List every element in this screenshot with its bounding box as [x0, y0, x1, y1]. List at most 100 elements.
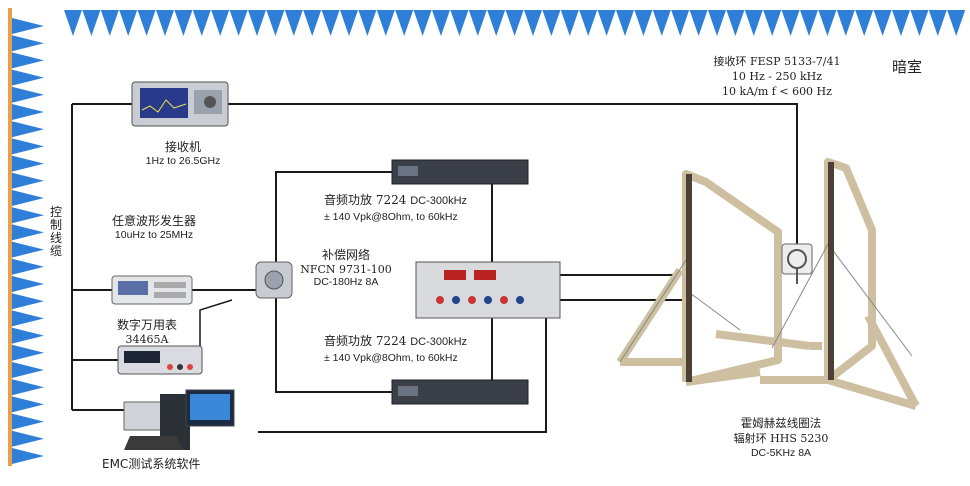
absorber-cone: [708, 10, 726, 36]
loop-range: 10 Hz - 250 kHz: [731, 70, 823, 83]
absorber-cone: [432, 10, 450, 36]
absorber-cone: [12, 413, 44, 430]
receiver-label: 接收机 1Hz to 26.5GHz: [128, 138, 238, 167]
absorber-cone: [689, 10, 708, 36]
pc-device: [123, 389, 235, 450]
coil-guy-lines: [619, 243, 913, 363]
multimeter-model: 34465A: [125, 333, 169, 346]
helmholtz-model: 辐射环 HHS 5230: [733, 432, 829, 445]
multimeter-name: 数字万用表: [116, 318, 177, 332]
absorber-cone: [12, 69, 44, 86]
absorber-cone: [229, 10, 248, 36]
absorber-cone: [12, 138, 44, 155]
software-label: EMC测试系统软件: [102, 457, 201, 471]
amp-top-name: 音频功放 7224: [324, 193, 407, 207]
absorber-cone: [413, 10, 432, 36]
absorber-cone: [873, 10, 892, 36]
multimeter-probe-line: [199, 299, 233, 360]
receiver-to-loop-line: [228, 103, 798, 262]
absorber-cone: [763, 10, 782, 36]
absorber-cone: [12, 104, 44, 120]
absorber-cone: [505, 10, 524, 36]
receiver-range: 1Hz to 26.5GHz: [145, 155, 221, 167]
absorber-cone: [910, 10, 929, 36]
absorber-cone: [800, 10, 818, 36]
control-cable-label: 控制线缆: [50, 205, 63, 258]
loop-limit: 10 kA/m f < 600 Hz: [722, 85, 832, 98]
absorber-cone: [726, 10, 745, 36]
pc-to-controller-line: [258, 318, 547, 433]
absorber-cone: [12, 344, 44, 361]
absorber-cone: [579, 10, 598, 36]
amp-bottom-label: 音频功放 7224 DC-300kHz ± 140 Vpk@8Ohm, to 6…: [324, 332, 467, 364]
absorber-cone: [836, 10, 855, 36]
absorber-cone: [892, 10, 910, 36]
room-label: 暗室: [892, 58, 923, 76]
absorber-cone: [12, 35, 44, 52]
absorber-cone: [358, 10, 377, 36]
generator-name: 任意波形发生器: [111, 214, 196, 228]
absorber-cone: [12, 430, 44, 447]
absorber-cone: [82, 10, 101, 36]
controller-device: [415, 261, 561, 319]
amp-bottom-device: [391, 379, 529, 405]
absorber-edge-strip: [8, 8, 12, 466]
absorber-cone: [284, 10, 303, 36]
absorber-cone: [303, 10, 322, 36]
absorber-cone: [12, 310, 44, 327]
absorber-cone: [174, 10, 193, 36]
absorber-cone: [12, 448, 44, 464]
absorber-cone: [12, 155, 44, 172]
absorber-cone: [468, 10, 487, 36]
absorber-cone: [671, 10, 690, 36]
generator-device: [111, 275, 193, 305]
absorber-cone: [395, 10, 414, 36]
absorber-cone: [12, 258, 44, 275]
amp-bottom-name: 音频功放 7224: [324, 334, 407, 348]
receiver-device: [131, 81, 229, 127]
helmholtz-method: 霍姆赫兹线圈法: [740, 416, 822, 430]
absorber-cone: [266, 10, 285, 36]
cable-lines: [71, 103, 798, 433]
absorber-cone: [542, 10, 561, 36]
absorber-cone: [450, 10, 469, 36]
absorber-cone: [524, 10, 542, 36]
top-amp-to-controller-line: [491, 171, 528, 262]
absorber-left-column: [12, 18, 44, 464]
absorber-cone: [64, 10, 82, 36]
amp-bottom-spec: ± 140 Vpk@8Ohm, to 60kHz: [324, 352, 458, 364]
absorber-cone: [340, 10, 358, 36]
amp-top-band: DC-300kHz: [410, 195, 468, 207]
absorber-cone: [855, 10, 874, 36]
absorber-cone: [560, 10, 579, 36]
absorber-cone: [487, 10, 506, 36]
helmholtz-coils: [616, 158, 920, 410]
helmholtz-label: 霍姆赫兹线圈法 辐射环 HHS 5230 DC-5KHz 8A: [716, 416, 846, 461]
absorber-cone: [321, 10, 340, 36]
amp-top-device: [391, 159, 529, 185]
compensation-to-bottom-amp-line: [275, 298, 392, 393]
helmholtz-spec: DC-5KHz 8A: [750, 447, 812, 459]
absorber-cone: [818, 10, 837, 36]
absorber-cone: [12, 241, 44, 258]
generator-range: 10uHz to 25MHz: [114, 229, 194, 241]
compensation-to-top-amp-line: [275, 171, 392, 262]
absorber-cone: [12, 172, 44, 189]
absorber-cone: [376, 10, 395, 36]
absorber-cone: [156, 10, 174, 36]
amp-top-label: 音频功放 7224 DC-300kHz ± 140 Vpk@8Ohm, to 6…: [324, 191, 467, 223]
absorber-cone: [211, 10, 230, 36]
absorber-cone: [616, 10, 634, 36]
multimeter-device: [117, 345, 203, 375]
generator-label: 任意波形发生器 10uHz to 25MHz: [94, 212, 214, 241]
absorber-cone: [12, 362, 44, 378]
absorber-cone: [928, 10, 947, 36]
loop-name: 接收环 FESP 5133-7/41: [713, 55, 841, 68]
absorber-cone: [12, 190, 44, 206]
compensation-model: NFCN 9731-100: [300, 263, 392, 276]
absorber-cone: [12, 207, 44, 224]
absorber-cone: [12, 52, 44, 69]
absorber-cone: [744, 10, 763, 36]
absorber-cone: [597, 10, 616, 36]
